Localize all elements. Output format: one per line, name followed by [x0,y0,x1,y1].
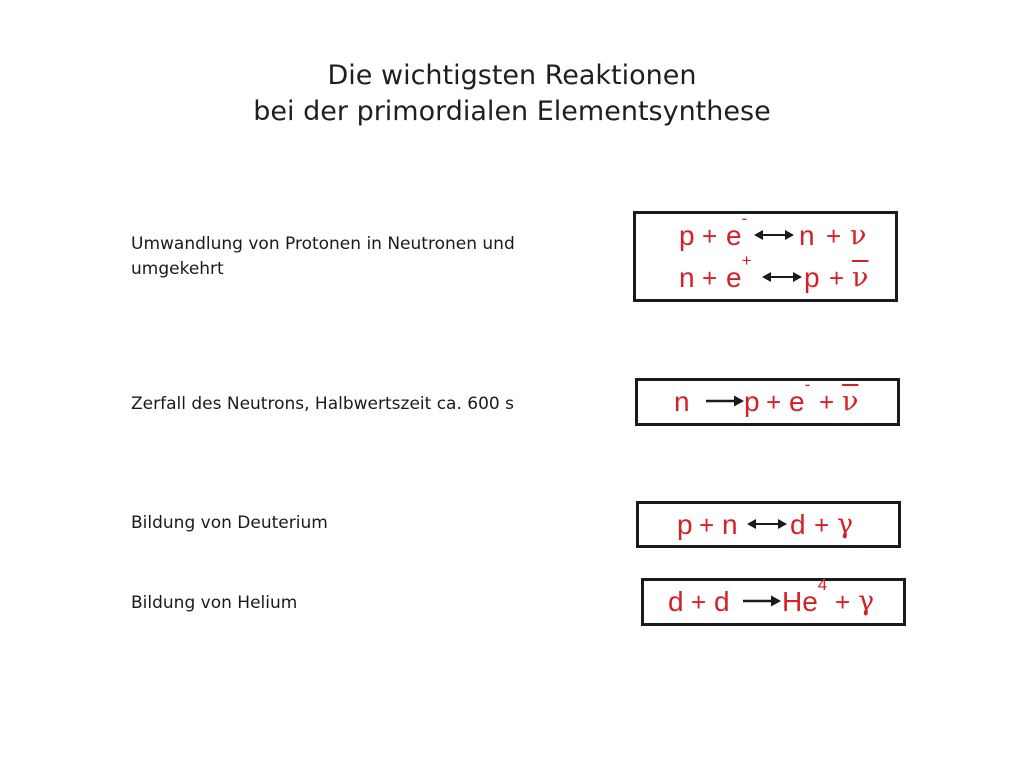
symbol-helium-4: He4 [782,575,828,617]
symbol-plus: + [699,510,715,540]
symbol-neutron: n [679,262,695,293]
symbol-electron: e- [789,375,811,417]
slide-title: Die wichtigsten Reaktionen bei der primo… [0,58,1024,130]
right-arrow-icon [743,595,781,607]
symbol-plus: + [691,587,707,617]
right-arrow-icon [706,395,744,407]
symbol-plus: + [826,221,842,251]
equation-box-neutron-decay: n p + e- + ν [635,375,900,426]
symbol-plus: + [829,263,845,293]
equation-line: d + d He4 + γ [644,575,903,622]
symbol-proton: p [744,386,760,417]
superscript-charge: - [804,375,811,394]
symbol-gamma: γ [837,509,854,540]
equation-box-proton-neutron: p + e- n + ν n + e+ p + ν [633,209,898,302]
equation-line: n p + e- + ν [638,375,897,422]
symbol-proton: p [677,509,693,540]
equation-box-deuterium: p + n d + γ [636,501,901,548]
reaction-description-helium: Bildung von Helium [131,593,298,613]
symbol-electron: e- [726,209,748,251]
double-arrow-icon [747,519,787,529]
symbol-proton: p [804,262,820,293]
symbol-plus: + [835,587,851,617]
symbol-neutron: n [799,220,815,251]
superscript-mass-number: 4 [817,575,828,594]
symbol-plus: + [814,510,830,540]
superscript-charge: + [741,251,752,270]
symbol-deuteron: d [790,509,806,540]
double-arrow-icon [762,272,802,282]
symbol-plus: + [766,387,782,417]
symbol-gamma: γ [858,586,875,617]
symbol-antineutrino: ν [852,262,869,293]
symbol-neutron: n [722,509,738,540]
symbol-neutrino: ν [850,220,867,251]
symbol-positron: e+ [726,251,752,293]
symbol-proton: p [679,220,695,251]
symbol-plus: + [702,263,718,293]
superscript-charge: - [741,209,748,228]
equation-line: p + e- n + ν [636,209,895,256]
title-line-2: bei der primordialen Elementsynthese [253,96,771,127]
equation-box-helium: d + d He4 + γ [641,575,906,626]
symbol-plus: + [702,221,718,251]
reaction-description-deuterium: Bildung von Deuterium [131,513,328,533]
symbol-deuteron: d [714,586,730,617]
symbol-deuteron: d [668,586,684,617]
reaction-description-neutron-decay: Zerfall des Neutrons, Halbwertszeit ca. … [131,394,514,414]
reaction-description-proton-neutron: Umwandlung von Protonen in Neutronen und… [131,234,515,279]
symbol-neutron: n [674,386,690,417]
double-arrow-icon [754,230,794,240]
symbol-plus: + [819,387,835,417]
title-line-1: Die wichtigsten Reaktionen [327,60,697,91]
symbol-antineutrino: ν [842,386,859,417]
equation-line: p + n d + γ [639,505,898,545]
equation-line: n + e+ p + ν [636,251,895,298]
